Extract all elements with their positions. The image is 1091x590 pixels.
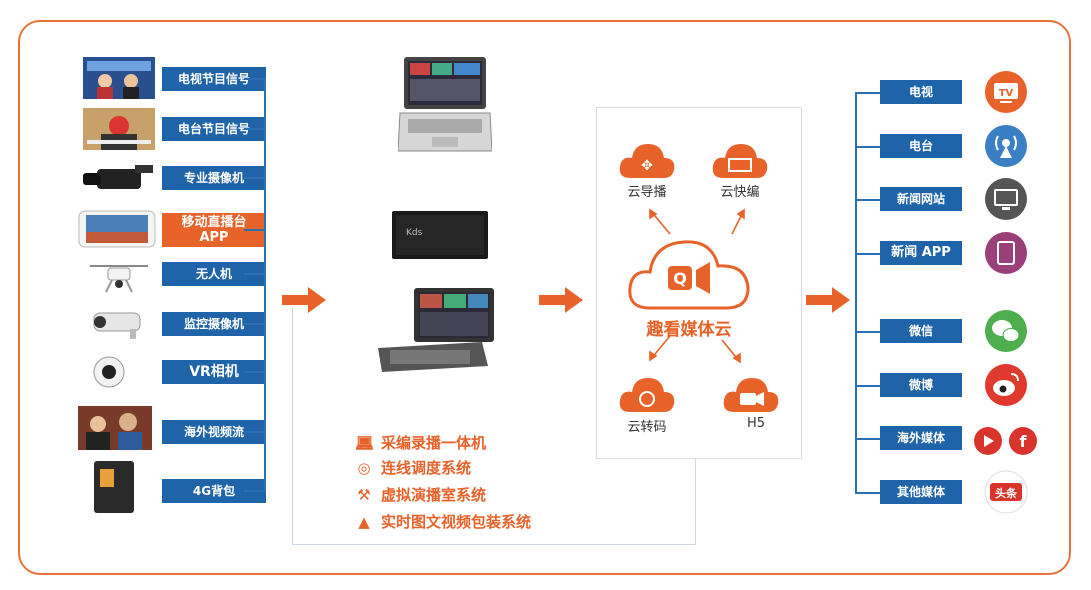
connector	[855, 199, 881, 201]
dispatch-icon: ◎	[357, 459, 371, 477]
flow-arrow-2	[539, 287, 583, 313]
diagram-frame	[18, 20, 1071, 575]
connector	[244, 128, 266, 130]
connector	[855, 385, 881, 387]
connector	[244, 371, 266, 373]
connector	[244, 431, 266, 433]
output-label-weibo: 微博	[880, 373, 962, 397]
svg-text:✥: ✥	[641, 158, 653, 174]
output-label-tv: 电视	[880, 80, 962, 104]
system-item: 💻︎ 采编录播一体机	[355, 432, 486, 453]
cctv-camera-thumb	[93, 312, 141, 339]
system-label: 实时图文视频包装系统	[381, 513, 532, 531]
bracket-line-bottom	[292, 544, 695, 545]
portable-workstation-image	[378, 288, 494, 372]
source-label-4g-backpack: 4G背包	[162, 479, 266, 503]
tv-broadcast-thumb	[83, 57, 155, 99]
cloud-edit-icon	[712, 144, 768, 178]
system-item: ◎ 连线调度系统	[355, 457, 471, 478]
service-label-transcode: 云转码	[627, 420, 667, 435]
service-arrows	[649, 208, 745, 364]
virtual-studio-icon: ⚒	[357, 486, 371, 504]
system-label: 采编录播一体机	[381, 434, 487, 452]
weibo-icon	[985, 364, 1027, 406]
svg-text:f: f	[1020, 432, 1028, 451]
outputs-bus-line	[855, 92, 857, 493]
rack-encoder-image: Kds	[392, 211, 488, 259]
graphics-icon: ▲	[358, 513, 370, 531]
connector	[244, 323, 266, 325]
4g-backpack-thumb	[94, 461, 134, 513]
output-label-news-site: 新闻网站	[880, 187, 962, 211]
connector	[855, 331, 881, 333]
cloud-director-icon: ✥	[619, 144, 675, 178]
h5-camera-icon	[723, 378, 779, 412]
connector	[244, 177, 266, 179]
rack-brand-text: Kds	[406, 228, 423, 238]
system-label: 连线调度系统	[381, 459, 472, 477]
bracket-line-left	[292, 308, 293, 545]
output-label-news-app: 新闻 APP	[880, 241, 962, 265]
toutiao-icon-text: 头条	[995, 486, 1018, 500]
tv-icon-text: TV	[999, 88, 1014, 99]
service-label-edit: 云快编	[720, 185, 760, 200]
radio-icon	[985, 125, 1027, 167]
mobile-app-thumb	[78, 210, 156, 248]
output-label-overseas-media: 海外媒体	[880, 426, 962, 450]
connector	[855, 146, 881, 148]
output-label-radio: 电台	[880, 134, 962, 158]
system-item: ⚒ 虚拟演播室系统	[355, 484, 486, 505]
connector	[244, 490, 266, 492]
connector	[244, 78, 266, 80]
laptop-device-image	[398, 57, 492, 152]
bracket-line-right	[695, 458, 696, 545]
tv-icon: TV	[985, 71, 1027, 113]
output-label-wechat: 微信	[880, 319, 962, 343]
svg-text:Q: Q	[673, 269, 687, 288]
connector	[855, 92, 881, 94]
laptop-icon: 💻︎	[355, 434, 375, 452]
cloud-transcode-icon	[619, 378, 675, 412]
system-label: 虚拟演播室系统	[381, 486, 487, 504]
pro-camera-thumb	[83, 165, 153, 189]
connector	[244, 273, 266, 275]
youtube-facebook-icon: f	[974, 427, 1037, 455]
monitor-icon	[985, 178, 1027, 220]
output-label-other-media: 其他媒体	[880, 480, 962, 504]
service-label-director: 云导播	[627, 185, 667, 200]
source-label-tv-signal: 电视节目信号	[162, 67, 266, 91]
media-cloud-label: 趣看媒体云	[646, 320, 732, 340]
toutiao-icon: 头条	[984, 470, 1028, 514]
radio-studio-thumb	[83, 108, 155, 150]
connector	[855, 253, 881, 255]
wechat-icon	[985, 310, 1027, 352]
overseas-stream-thumb	[78, 406, 152, 450]
system-item: ▲ 实时图文视频包装系统	[355, 511, 531, 532]
connector	[855, 492, 881, 494]
flow-arrow-3	[806, 287, 850, 313]
connector	[244, 229, 266, 231]
media-cloud-icon: Q	[628, 240, 750, 310]
sources-bus-line	[264, 78, 266, 491]
vr-camera-thumb	[93, 356, 125, 388]
drone-thumb	[90, 265, 148, 293]
tablet-icon	[985, 232, 1027, 274]
flow-arrow-1	[282, 287, 326, 313]
connector	[855, 438, 881, 440]
service-label-h5: H5	[746, 416, 766, 431]
